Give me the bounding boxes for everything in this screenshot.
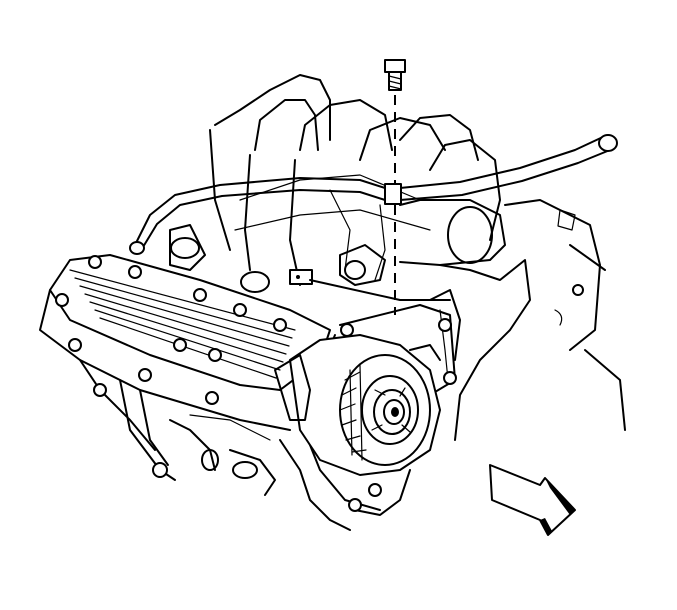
valve-cover-bolts xyxy=(55,255,287,405)
hose-clip xyxy=(384,183,402,205)
vent-hose xyxy=(129,134,618,255)
valve-cover xyxy=(39,254,331,451)
bolt-icon xyxy=(384,59,406,91)
throttle-body xyxy=(399,199,626,431)
alternator xyxy=(274,334,441,476)
front-direction-arrow-icon xyxy=(489,464,576,536)
lower-engine xyxy=(119,379,411,531)
engine-block xyxy=(169,224,531,441)
bracket-tab xyxy=(289,269,313,285)
